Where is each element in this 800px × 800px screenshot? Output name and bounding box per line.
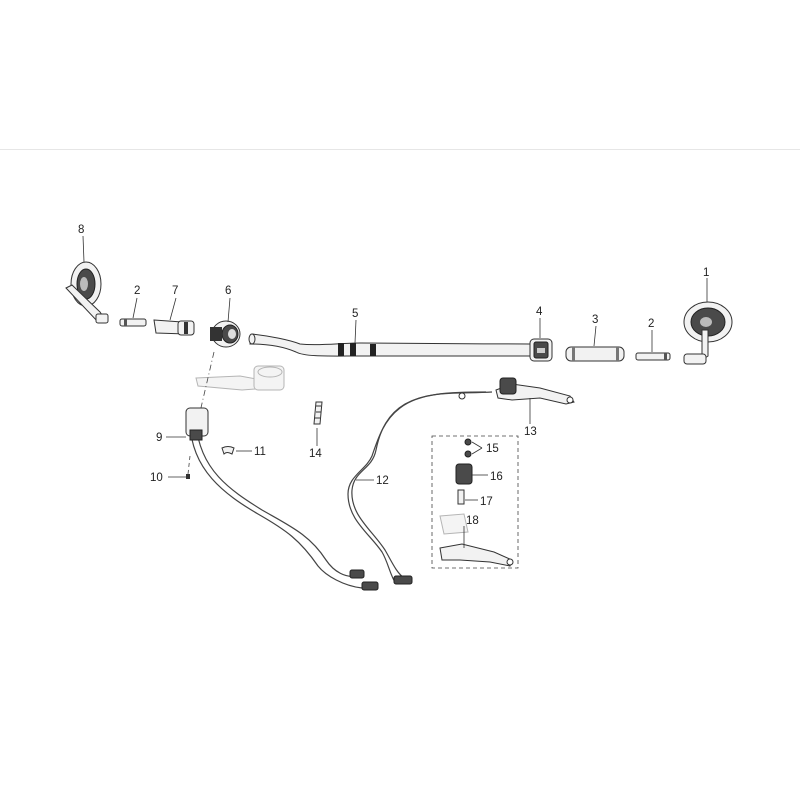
left-switch-housing-part	[210, 320, 241, 348]
assembly-line-left	[199, 351, 215, 413]
callout-group: 8 2 7 6 5 4 3 2 1 9 10 11 14	[78, 224, 709, 548]
cable-9	[185, 407, 413, 591]
callout-6: 6	[225, 285, 231, 297]
left-mirror-part	[65, 261, 109, 324]
pin-14	[313, 401, 323, 425]
brake-lever-part	[495, 377, 575, 405]
callout-11: 11	[254, 446, 266, 458]
callout-18: 18	[466, 515, 479, 527]
right-grip-part	[565, 346, 625, 362]
callout-3: 3	[592, 314, 598, 326]
left-bar-end-part	[119, 318, 147, 327]
right-switch-housing-part	[529, 338, 553, 362]
callout-5: 5	[352, 308, 358, 320]
callout-9: 9	[156, 432, 162, 444]
callout-16: 16	[490, 471, 503, 483]
clutch-lever-subassembly	[439, 438, 514, 567]
callout-2-left: 2	[134, 285, 140, 297]
clip-11	[221, 446, 235, 455]
callout-8: 8	[78, 224, 84, 236]
callout-4: 4	[536, 306, 543, 318]
callout-17: 17	[480, 496, 493, 508]
callout-12: 12	[376, 475, 389, 487]
sub-assembly-frame	[431, 435, 519, 569]
callout-1: 1	[703, 267, 709, 279]
callout-2-right: 2	[648, 318, 654, 330]
throttle-grip-part	[153, 319, 195, 336]
screw-10	[186, 455, 191, 479]
callout-14: 14	[309, 448, 322, 460]
ghost-clutch-assembly	[195, 365, 285, 391]
callout-7: 7	[172, 285, 178, 297]
callout-13: 13	[524, 426, 537, 438]
callout-15: 15	[486, 443, 499, 455]
cable-12	[347, 391, 493, 585]
right-mirror-part	[683, 301, 733, 365]
handlebar-part	[248, 333, 531, 357]
callout-10: 10	[150, 472, 163, 484]
right-bar-end-part	[635, 352, 671, 361]
header-divider	[0, 149, 800, 150]
